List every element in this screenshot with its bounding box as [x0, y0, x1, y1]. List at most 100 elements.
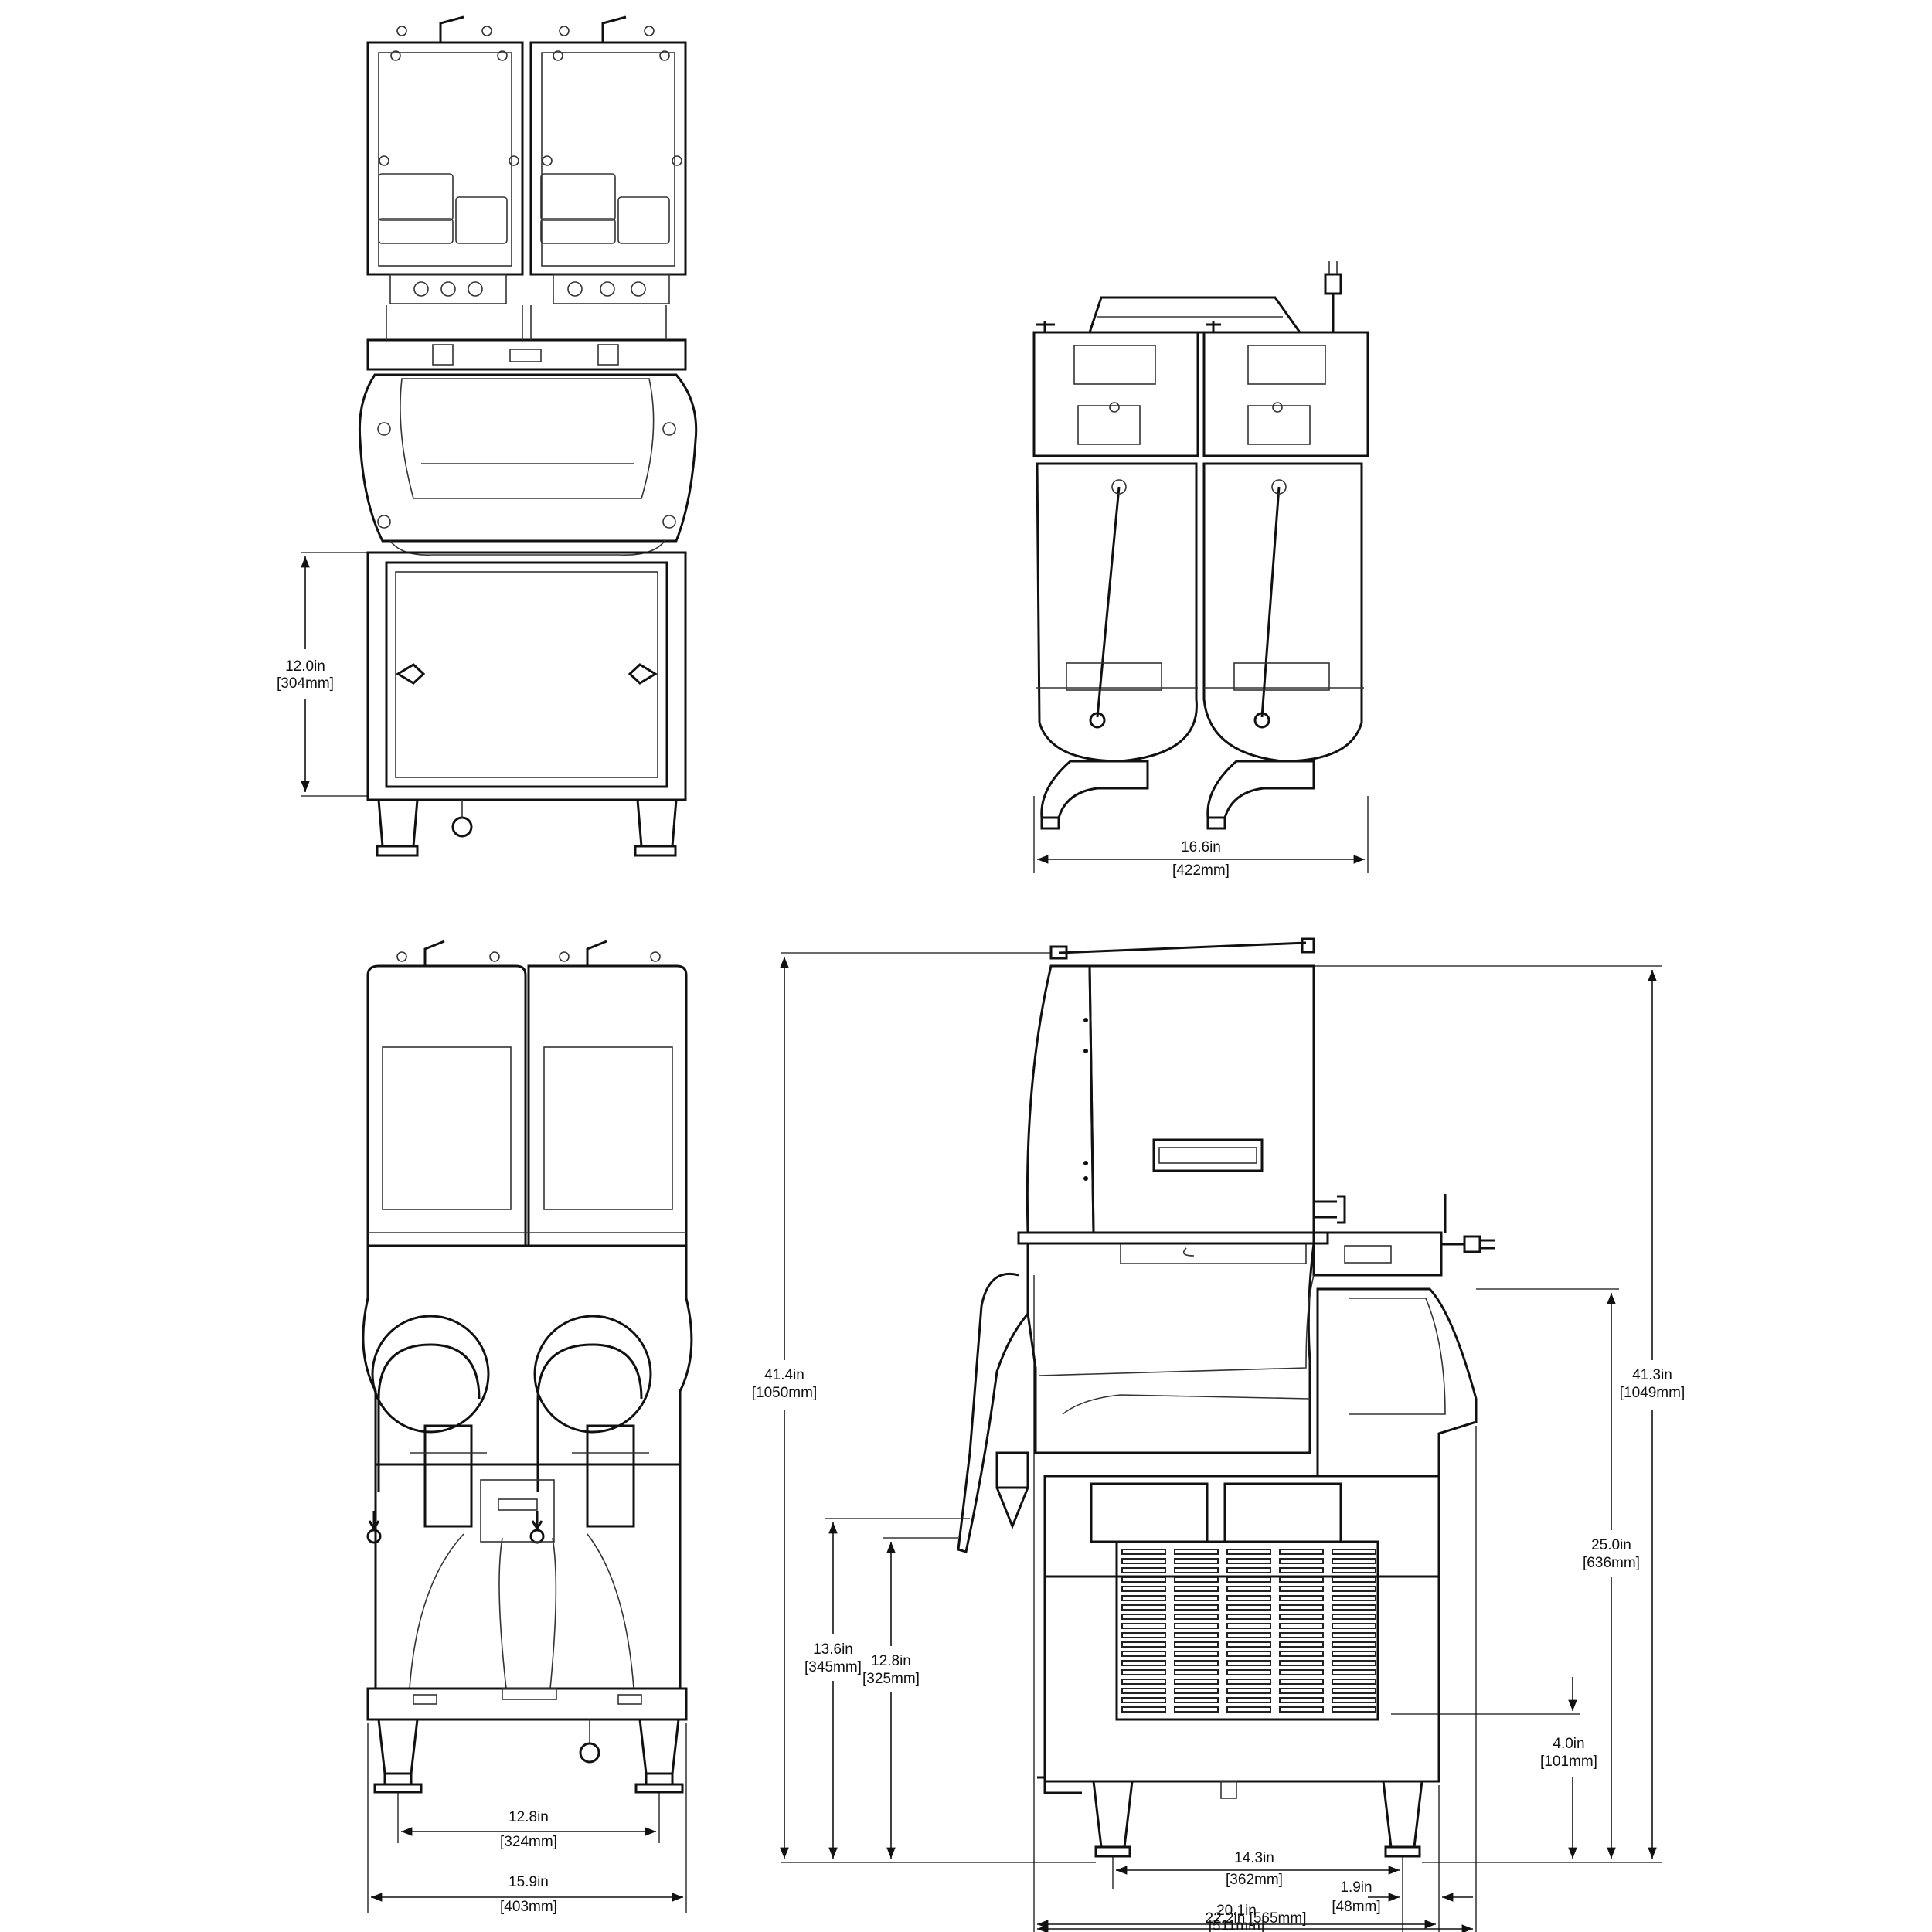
- side-vent-grille: [1115, 1540, 1379, 1721]
- vent-slot: [1332, 1595, 1376, 1601]
- side-rear-offset-metric: [48mm]: [1332, 1899, 1380, 1915]
- side-rear-offset-value: 1.9in: [1340, 1879, 1372, 1896]
- side-counter-height-metric: [636mm]: [1583, 1555, 1640, 1571]
- vent-slot: [1174, 1614, 1219, 1620]
- side-leg-span-metric: [362mm]: [1226, 1872, 1283, 1888]
- vent-slot: [1174, 1558, 1219, 1564]
- vent-slot: [1121, 1632, 1166, 1638]
- vent-slot: [1226, 1697, 1271, 1703]
- vent-slot: [1174, 1651, 1219, 1657]
- side-leg-height-metric: [101mm]: [1540, 1753, 1597, 1770]
- vent-slot: [1226, 1567, 1271, 1573]
- front-width-dim-metric: [403mm]: [500, 1899, 557, 1915]
- vent-slot: [1332, 1604, 1376, 1611]
- vent-slot: [1332, 1549, 1376, 1555]
- vent-slot: [1174, 1660, 1219, 1666]
- vent-slot: [1121, 1688, 1166, 1694]
- vent-slot: [1121, 1586, 1166, 1592]
- vent-slot: [1121, 1651, 1166, 1657]
- vent-slot: [1121, 1549, 1166, 1555]
- vent-slot: [1279, 1595, 1324, 1601]
- vent-slot: [1121, 1623, 1166, 1629]
- vent-slot: [1226, 1549, 1271, 1555]
- front-leg-span-dim-metric: [324mm]: [500, 1834, 557, 1850]
- hopper-top-right: [529, 41, 687, 276]
- side-height-right-value: 41.3in: [1632, 1367, 1672, 1383]
- vent-slot: [1174, 1595, 1219, 1601]
- vent-slot: [1174, 1567, 1219, 1573]
- vent-slot: [1226, 1660, 1271, 1666]
- vent-slot: [1226, 1669, 1271, 1675]
- vent-slot: [1279, 1679, 1324, 1685]
- vent-slot: [1174, 1604, 1219, 1611]
- side-handle: [957, 1272, 1029, 1553]
- side-base-cabinet: [1043, 1475, 1440, 1578]
- vent-slot: [1121, 1679, 1166, 1685]
- vent-slot: [1121, 1558, 1166, 1564]
- rear-width-dim-metric: [422mm]: [1172, 862, 1230, 879]
- rear-hopper-right: [1202, 462, 1363, 763]
- front-hopper-left: [366, 964, 527, 1247]
- vent-slot: [1226, 1577, 1271, 1583]
- vent-slot: [1226, 1614, 1271, 1620]
- vent-slot: [1226, 1604, 1271, 1611]
- side-handle-height-value: 13.6in: [813, 1641, 853, 1658]
- vent-slot: [1279, 1623, 1324, 1629]
- vent-slot: [1226, 1623, 1271, 1629]
- side-spout-height-metric: [325mm]: [862, 1671, 920, 1687]
- vent-slot: [1174, 1669, 1219, 1675]
- vent-slot: [1226, 1632, 1271, 1638]
- vent-slot: [1332, 1614, 1376, 1620]
- vent-slot: [1332, 1697, 1376, 1703]
- side-height-left-value: 41.4in: [764, 1367, 804, 1383]
- vent-slot: [1174, 1697, 1219, 1703]
- front-leg-span-dim-value: 12.8in: [509, 1809, 549, 1825]
- side-handle-height-metric: [345mm]: [804, 1659, 862, 1675]
- vent-slot: [1174, 1641, 1219, 1648]
- front-hopper-right: [527, 964, 688, 1247]
- vent-slot: [1332, 1632, 1376, 1638]
- front-width-dim-value: 15.9in: [509, 1874, 549, 1890]
- vent-slot: [1332, 1679, 1376, 1685]
- vent-slot: [1332, 1586, 1376, 1592]
- vent-slot: [1279, 1706, 1324, 1713]
- vent-slots: [1121, 1549, 1376, 1713]
- side-hopper: [1088, 964, 1315, 1234]
- access-door: [385, 561, 668, 788]
- vent-slot: [1332, 1669, 1376, 1675]
- vent-slot: [1226, 1558, 1271, 1564]
- vent-slot: [1121, 1660, 1166, 1666]
- vent-slot: [1279, 1669, 1324, 1675]
- vent-slot: [1226, 1641, 1271, 1648]
- rear-control-box-left: [1032, 331, 1199, 457]
- vent-slot: [1279, 1549, 1324, 1555]
- vent-slot: [1279, 1586, 1324, 1592]
- vent-slot: [1279, 1688, 1324, 1694]
- vent-slot: [1279, 1641, 1324, 1648]
- vent-slot: [1332, 1706, 1376, 1713]
- vent-slot: [1226, 1586, 1271, 1592]
- vent-slot: [1279, 1567, 1324, 1573]
- vent-slot: [1174, 1688, 1219, 1694]
- vent-slot: [1174, 1679, 1219, 1685]
- side-height-left-metric: [1050mm]: [752, 1385, 817, 1401]
- vent-slot: [1332, 1623, 1376, 1629]
- vent-slot: [1121, 1567, 1166, 1573]
- vent-slot: [1121, 1577, 1166, 1583]
- chassis-top-outline: [358, 373, 698, 543]
- side-spout-height-value: 12.8in: [871, 1653, 911, 1669]
- vent-slot: [1121, 1706, 1166, 1713]
- vent-slot: [1279, 1697, 1324, 1703]
- front-view: 12.8in [324mm] 15.9in [403mm]: [362, 940, 693, 1915]
- vent-slot: [1121, 1669, 1166, 1675]
- vent-slot: [1174, 1632, 1219, 1638]
- top-view: 12.0in [304mm]: [277, 15, 698, 857]
- vent-slot: [1226, 1688, 1271, 1694]
- vent-slot: [1279, 1614, 1324, 1620]
- vent-slot: [1279, 1651, 1324, 1657]
- vent-slot: [1174, 1586, 1219, 1592]
- side-counter-height-value: 25.0in: [1591, 1537, 1631, 1553]
- vent-slot: [1174, 1549, 1219, 1555]
- vent-slot: [1279, 1632, 1324, 1638]
